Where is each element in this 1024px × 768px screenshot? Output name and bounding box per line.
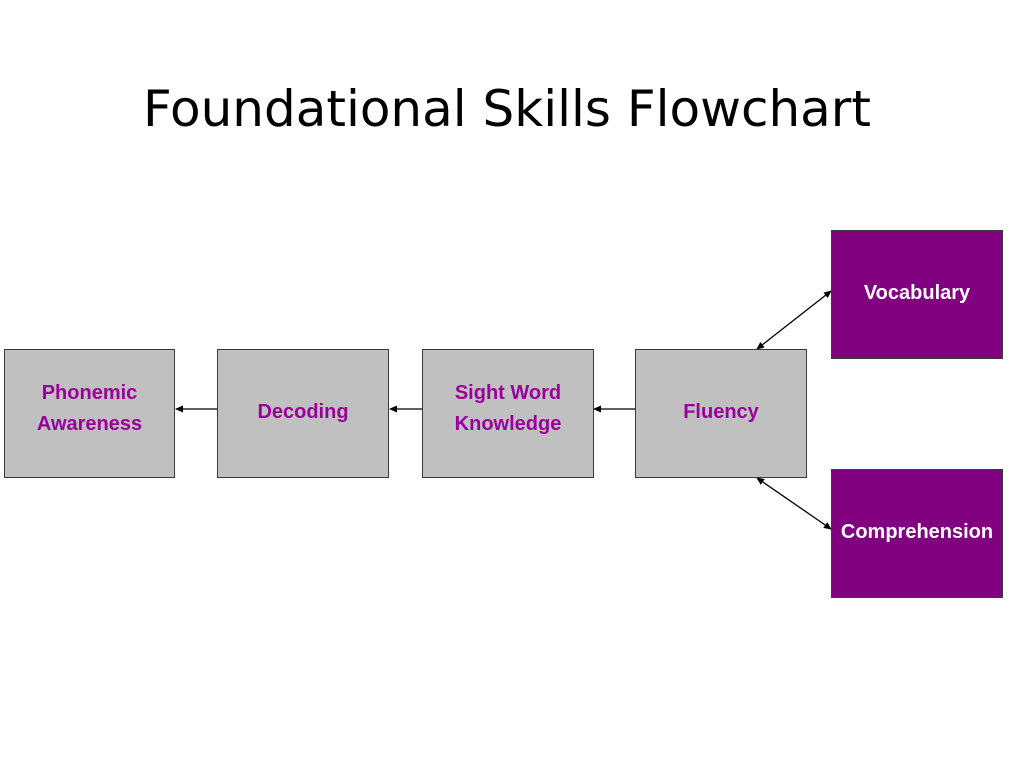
node-comprehension: Comprehension: [831, 469, 1003, 598]
slide-title: Foundational Skills Flowchart: [143, 80, 871, 138]
node-fluency: Fluency: [635, 349, 807, 478]
arrow-fluency-comprehension: [756, 477, 832, 530]
node-vocabulary: Vocabulary: [831, 230, 1003, 359]
node-label: Fluency: [683, 401, 759, 423]
node-label: Phonemic Awareness: [36, 381, 143, 435]
arrow-fluency-vocabulary: [756, 290, 832, 350]
node-sight-word-knowledge: Sight Word Knowledge: [422, 349, 594, 478]
node-label: Sight Word Knowledge: [454, 381, 562, 435]
node-phonemic-awareness: Phonemic Awareness: [4, 349, 175, 478]
node-label: Decoding: [257, 401, 349, 423]
node-label: Vocabulary: [863, 282, 971, 304]
node-decoding: Decoding: [217, 349, 389, 478]
node-label: Comprehension: [840, 521, 994, 543]
